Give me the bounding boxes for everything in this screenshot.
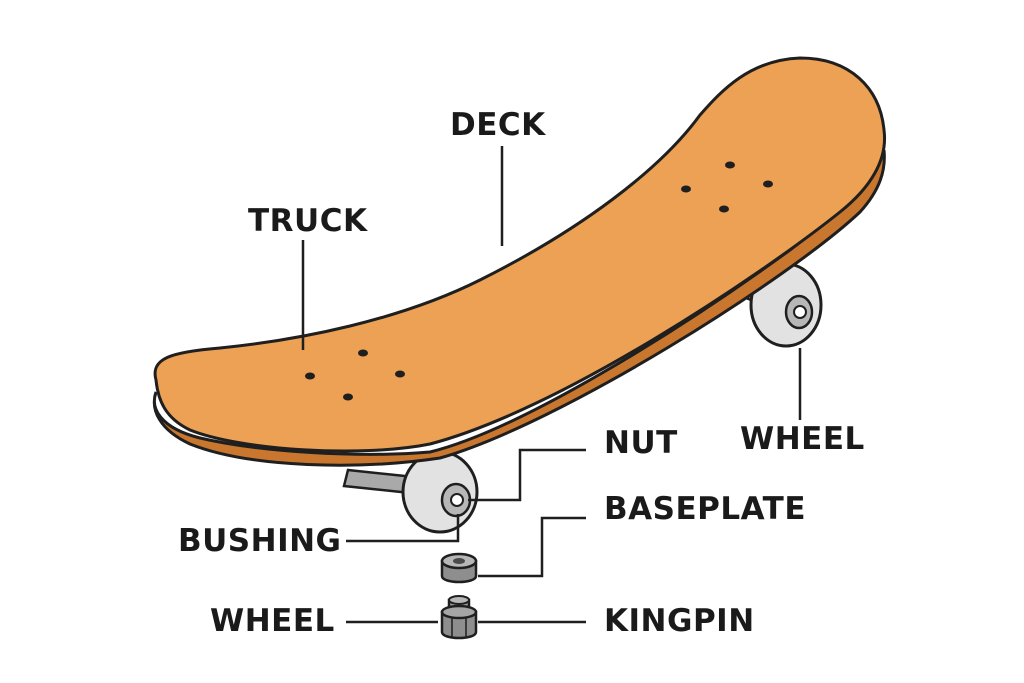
label-kingpin: KINGPIN (604, 603, 755, 639)
kingpin-part (440, 595, 478, 640)
leader-bushing (346, 514, 460, 543)
label-nut: NUT (604, 425, 678, 461)
label-wheel-right: WHEEL (740, 421, 865, 457)
label-deck: DECK (450, 107, 546, 143)
front-bolt-holes (305, 349, 405, 401)
leader-baseplate (478, 516, 586, 578)
front-truck (342, 450, 479, 534)
deck-top (153, 56, 887, 453)
label-baseplate: BASEPLATE (604, 491, 807, 527)
rear-bolt-holes (681, 161, 773, 213)
label-wheel-left: WHEEL (210, 603, 335, 639)
baseplate-part (440, 552, 478, 584)
leader-lines (301, 146, 802, 624)
label-truck: TRUCK (248, 203, 368, 239)
label-bushing: BUSHING (178, 523, 342, 559)
leader-nut (468, 448, 586, 502)
